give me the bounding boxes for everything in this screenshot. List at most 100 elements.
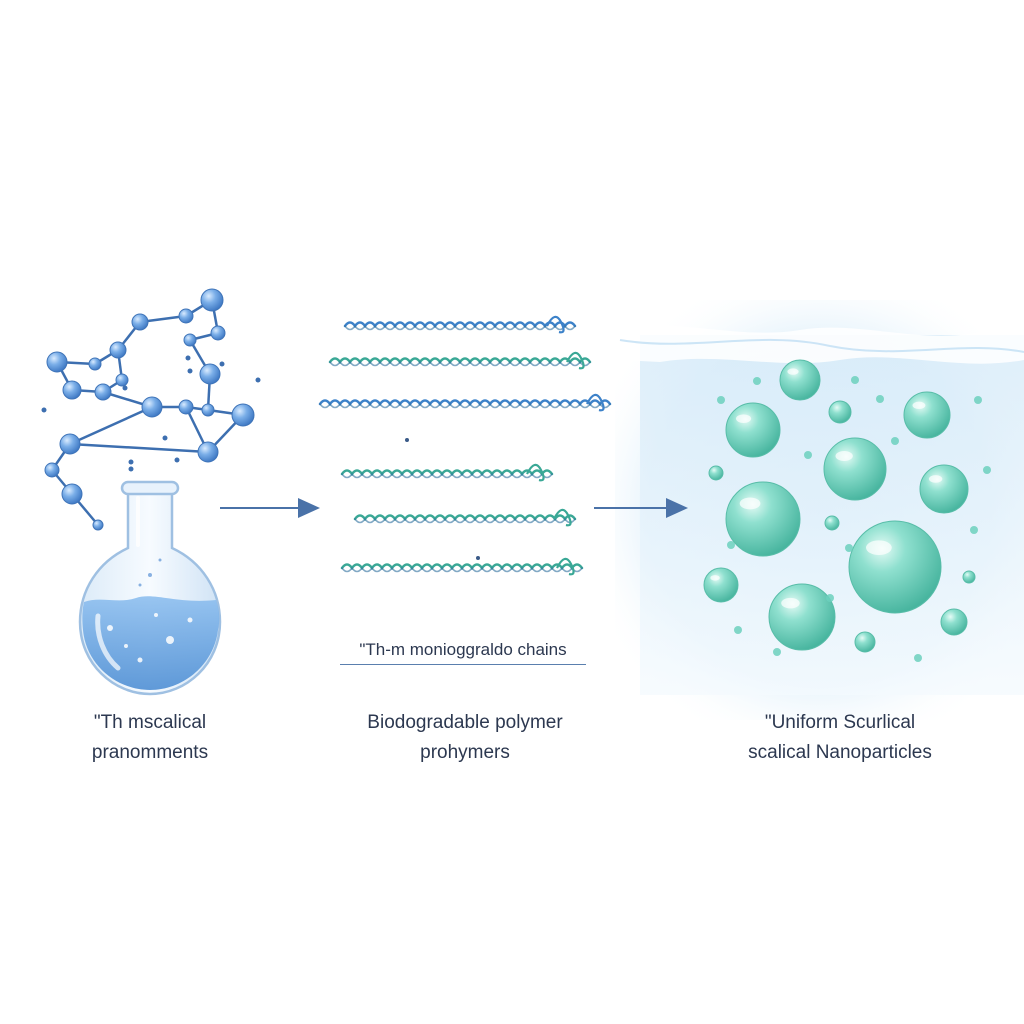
flask-icon xyxy=(78,480,222,696)
molecule-dot xyxy=(162,435,168,441)
nanoparticle xyxy=(823,437,887,501)
nanoparticle-highlight xyxy=(735,414,752,423)
molecule-dot xyxy=(128,459,134,465)
molecule-dot xyxy=(255,377,261,383)
polymers-caption-line1: Biodogradable polymer xyxy=(367,712,563,733)
nanoparticle xyxy=(940,608,968,636)
nanoparticle xyxy=(779,359,821,401)
nanoparticle-small xyxy=(914,654,922,662)
molecule-atom xyxy=(178,308,194,324)
polymer-chain-strand xyxy=(341,566,583,573)
molecule-atom xyxy=(183,333,197,347)
nanoparticle-small xyxy=(727,541,735,549)
polymer-chain-end xyxy=(553,508,572,527)
polymer-chain-end xyxy=(546,315,565,334)
molecule-atom xyxy=(231,403,255,427)
molecule-atom xyxy=(141,396,163,418)
molecule-atom xyxy=(62,380,82,400)
monomers-caption-line2: pranomments xyxy=(91,742,209,763)
nanoparticle xyxy=(725,481,801,557)
nanoparticles-caption-line1: "Uniform Scurlical xyxy=(764,712,916,733)
polymers-caption-line2: prohymers xyxy=(420,742,510,763)
nanoparticle-highlight xyxy=(835,451,853,461)
molecule-atom xyxy=(92,519,104,531)
polymer-chain-strand xyxy=(318,399,612,407)
molecule-atom xyxy=(197,441,219,463)
polymers-caption: Biodogradable polymer prohymers xyxy=(330,708,600,768)
molecule-atom xyxy=(109,341,127,359)
molecule-dot xyxy=(128,466,134,472)
chain-dot xyxy=(405,438,409,442)
molecule-atom xyxy=(88,357,102,371)
molecule-atom xyxy=(44,462,60,478)
molecule-atom xyxy=(46,351,68,373)
nanoparticle-highlight xyxy=(912,401,926,410)
molecule-dot xyxy=(187,368,193,374)
nanoparticle-highlight xyxy=(710,575,720,581)
polymer-chain-strand xyxy=(340,469,554,477)
nanoparticle-small xyxy=(974,396,982,404)
nanoparticles-caption: "Uniform Scurlical scalical Nanoparticle… xyxy=(720,708,960,768)
polymer-chain-strand xyxy=(319,402,611,409)
polymer-chain-strand xyxy=(344,324,576,331)
nanoparticle xyxy=(919,464,969,514)
molecule-dot xyxy=(185,355,191,361)
nanoparticle-small xyxy=(983,466,991,474)
molecule-dot xyxy=(41,407,47,413)
molecule-atom xyxy=(210,325,226,341)
nanoparticle xyxy=(903,391,951,439)
nanoparticle-small xyxy=(804,451,812,459)
molecule-atom xyxy=(61,483,83,505)
monomers-caption: "Th mscalical pranomments xyxy=(40,708,260,768)
nanoparticle xyxy=(768,583,836,651)
polymer-chain-strand xyxy=(354,517,576,524)
molecule-atom xyxy=(200,288,224,312)
nanoparticle xyxy=(703,567,739,603)
molecule-atom xyxy=(59,433,81,455)
monomers-caption-line1: "Th mscalical xyxy=(93,712,207,733)
nanoparticle-highlight xyxy=(787,368,799,375)
polymer-chains xyxy=(318,315,612,576)
nanoparticle-small xyxy=(734,626,742,634)
nanoparticle-small xyxy=(826,594,834,602)
nanoparticle xyxy=(854,631,876,653)
nanoparticle xyxy=(848,520,942,614)
nanoparticle-highlight xyxy=(928,475,943,483)
molecule-bond xyxy=(69,442,209,454)
nanoparticle-small xyxy=(970,526,978,534)
polymer-chain-end xyxy=(586,393,605,412)
arrow-2-icon xyxy=(594,498,688,518)
nanoparticle-small xyxy=(717,396,725,404)
nanoparticle-small xyxy=(753,377,761,385)
nanoparticle xyxy=(824,515,840,531)
chains-label: "Th-m monioggraldo chains xyxy=(340,640,586,665)
nanoparticle-small xyxy=(773,648,781,656)
chain-dot xyxy=(476,556,480,560)
molecule-atom xyxy=(115,373,129,387)
nanoparticle-small xyxy=(876,395,884,403)
molecule-atom xyxy=(131,313,149,331)
nanoparticle xyxy=(962,570,976,584)
nanoparticles-caption-line2: scalical Nanoparticles xyxy=(748,742,932,763)
molecule-atom xyxy=(94,383,112,401)
nanoparticle-small xyxy=(891,437,899,445)
polymer-chain-end xyxy=(526,463,545,482)
nanoparticle-small xyxy=(851,376,859,384)
molecule-network xyxy=(41,288,261,531)
nanoparticle xyxy=(828,400,852,424)
arrow-1-icon xyxy=(220,498,320,518)
polymer-chain-end xyxy=(556,557,575,576)
nanoparticle xyxy=(725,402,781,458)
molecule-atom xyxy=(199,363,221,385)
nanoparticle-highlight xyxy=(739,497,761,510)
polymer-chain-strand xyxy=(329,360,591,367)
molecule-bond xyxy=(69,405,153,446)
polymer-chain-strand xyxy=(341,472,553,479)
nanoparticle-highlight xyxy=(781,597,800,609)
polymer-chain-strand xyxy=(343,321,577,329)
nanoparticle-small xyxy=(845,544,853,552)
nanoparticle xyxy=(708,465,724,481)
molecule-dot xyxy=(122,385,128,391)
molecule-dot xyxy=(174,457,180,463)
